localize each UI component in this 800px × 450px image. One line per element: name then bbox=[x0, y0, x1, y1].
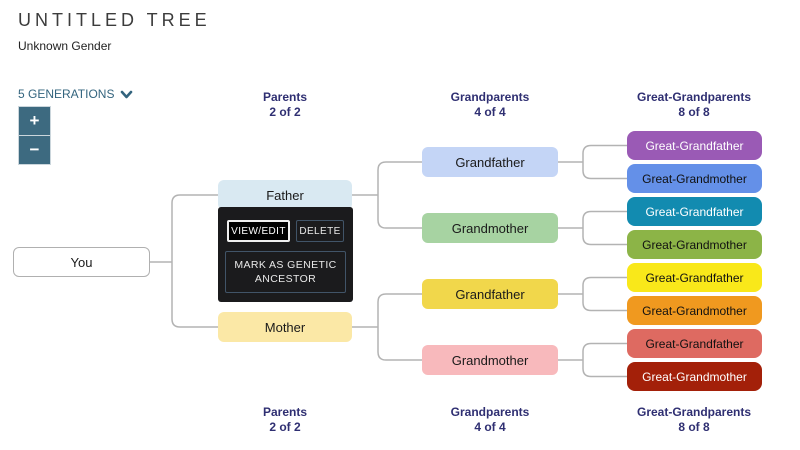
mark-genetic-ancestor-button[interactable]: MARK AS GENETIC ANCESTOR bbox=[225, 251, 346, 293]
mark-genetic-ancestor-line1: MARK AS GENETIC bbox=[234, 259, 337, 271]
gender-label: Unknown Gender bbox=[18, 39, 112, 53]
tree-node-grandmother-paternal[interactable]: Grandmother bbox=[422, 213, 558, 243]
page-title: UNTITLED TREE bbox=[18, 10, 211, 30]
column-label: Grandparents bbox=[450, 405, 530, 419]
column-header-great-grandparents-top: Great-Grandparents 8 of 8 bbox=[610, 90, 778, 120]
tree-node-father[interactable]: Father bbox=[218, 180, 352, 210]
tree-node-great-grandfather-3[interactable]: Great-Grandfather bbox=[627, 263, 762, 292]
column-count: 2 of 2 bbox=[269, 105, 301, 119]
column-label: Parents bbox=[262, 90, 308, 104]
tree-node-grandfather-paternal[interactable]: Grandfather bbox=[422, 147, 558, 177]
column-count: 2 of 2 bbox=[269, 420, 301, 434]
zoom-in-button[interactable]: + bbox=[18, 106, 51, 136]
tree-node-great-grandfather-4[interactable]: Great-Grandfather bbox=[627, 329, 762, 358]
tree-node-grandfather-maternal[interactable]: Grandfather bbox=[422, 279, 558, 309]
column-count: 4 of 4 bbox=[474, 420, 506, 434]
tree-node-great-grandmother-3[interactable]: Great-Grandmother bbox=[627, 296, 762, 325]
generations-dropdown[interactable]: 5 GENERATIONS bbox=[18, 87, 133, 101]
node-context-menu: VIEW/EDIT DELETE MARK AS GENETIC ANCESTO… bbox=[218, 207, 353, 302]
generations-label: 5 GENERATIONS bbox=[18, 87, 115, 101]
column-header-grandparents-bottom: Grandparents 4 of 4 bbox=[420, 405, 560, 435]
tree-node-great-grandfather-2[interactable]: Great-Grandfather bbox=[627, 197, 762, 226]
column-label: Parents bbox=[262, 405, 308, 419]
zoom-out-button[interactable]: − bbox=[18, 135, 51, 165]
column-label: Great-Grandparents bbox=[636, 405, 752, 419]
column-header-parents-bottom: Parents 2 of 2 bbox=[215, 405, 355, 435]
tree-node-great-grandmother-2[interactable]: Great-Grandmother bbox=[627, 230, 762, 259]
column-header-grandparents-top: Grandparents 4 of 4 bbox=[420, 90, 560, 120]
tree-node-mother[interactable]: Mother bbox=[218, 312, 352, 342]
tree-node-you[interactable]: You bbox=[13, 247, 150, 277]
column-label: Great-Grandparents bbox=[636, 90, 752, 104]
column-header-parents-top: Parents 2 of 2 bbox=[215, 90, 355, 120]
mark-genetic-ancestor-line2: ANCESTOR bbox=[254, 273, 317, 285]
column-label: Grandparents bbox=[450, 90, 530, 104]
column-header-great-grandparents-bottom: Great-Grandparents 8 of 8 bbox=[610, 405, 778, 435]
tree-node-great-grandmother-1[interactable]: Great-Grandmother bbox=[627, 164, 762, 193]
view-edit-button[interactable]: VIEW/EDIT bbox=[227, 220, 290, 242]
delete-button[interactable]: DELETE bbox=[296, 220, 344, 242]
column-count: 4 of 4 bbox=[474, 105, 506, 119]
tree-node-great-grandmother-4[interactable]: Great-Grandmother bbox=[627, 362, 762, 391]
chevron-down-icon bbox=[120, 90, 133, 99]
column-count: 8 of 8 bbox=[678, 420, 710, 434]
tree-node-great-grandfather-1[interactable]: Great-Grandfather bbox=[627, 131, 762, 160]
column-count: 8 of 8 bbox=[678, 105, 710, 119]
tree-node-grandmother-maternal[interactable]: Grandmother bbox=[422, 345, 558, 375]
